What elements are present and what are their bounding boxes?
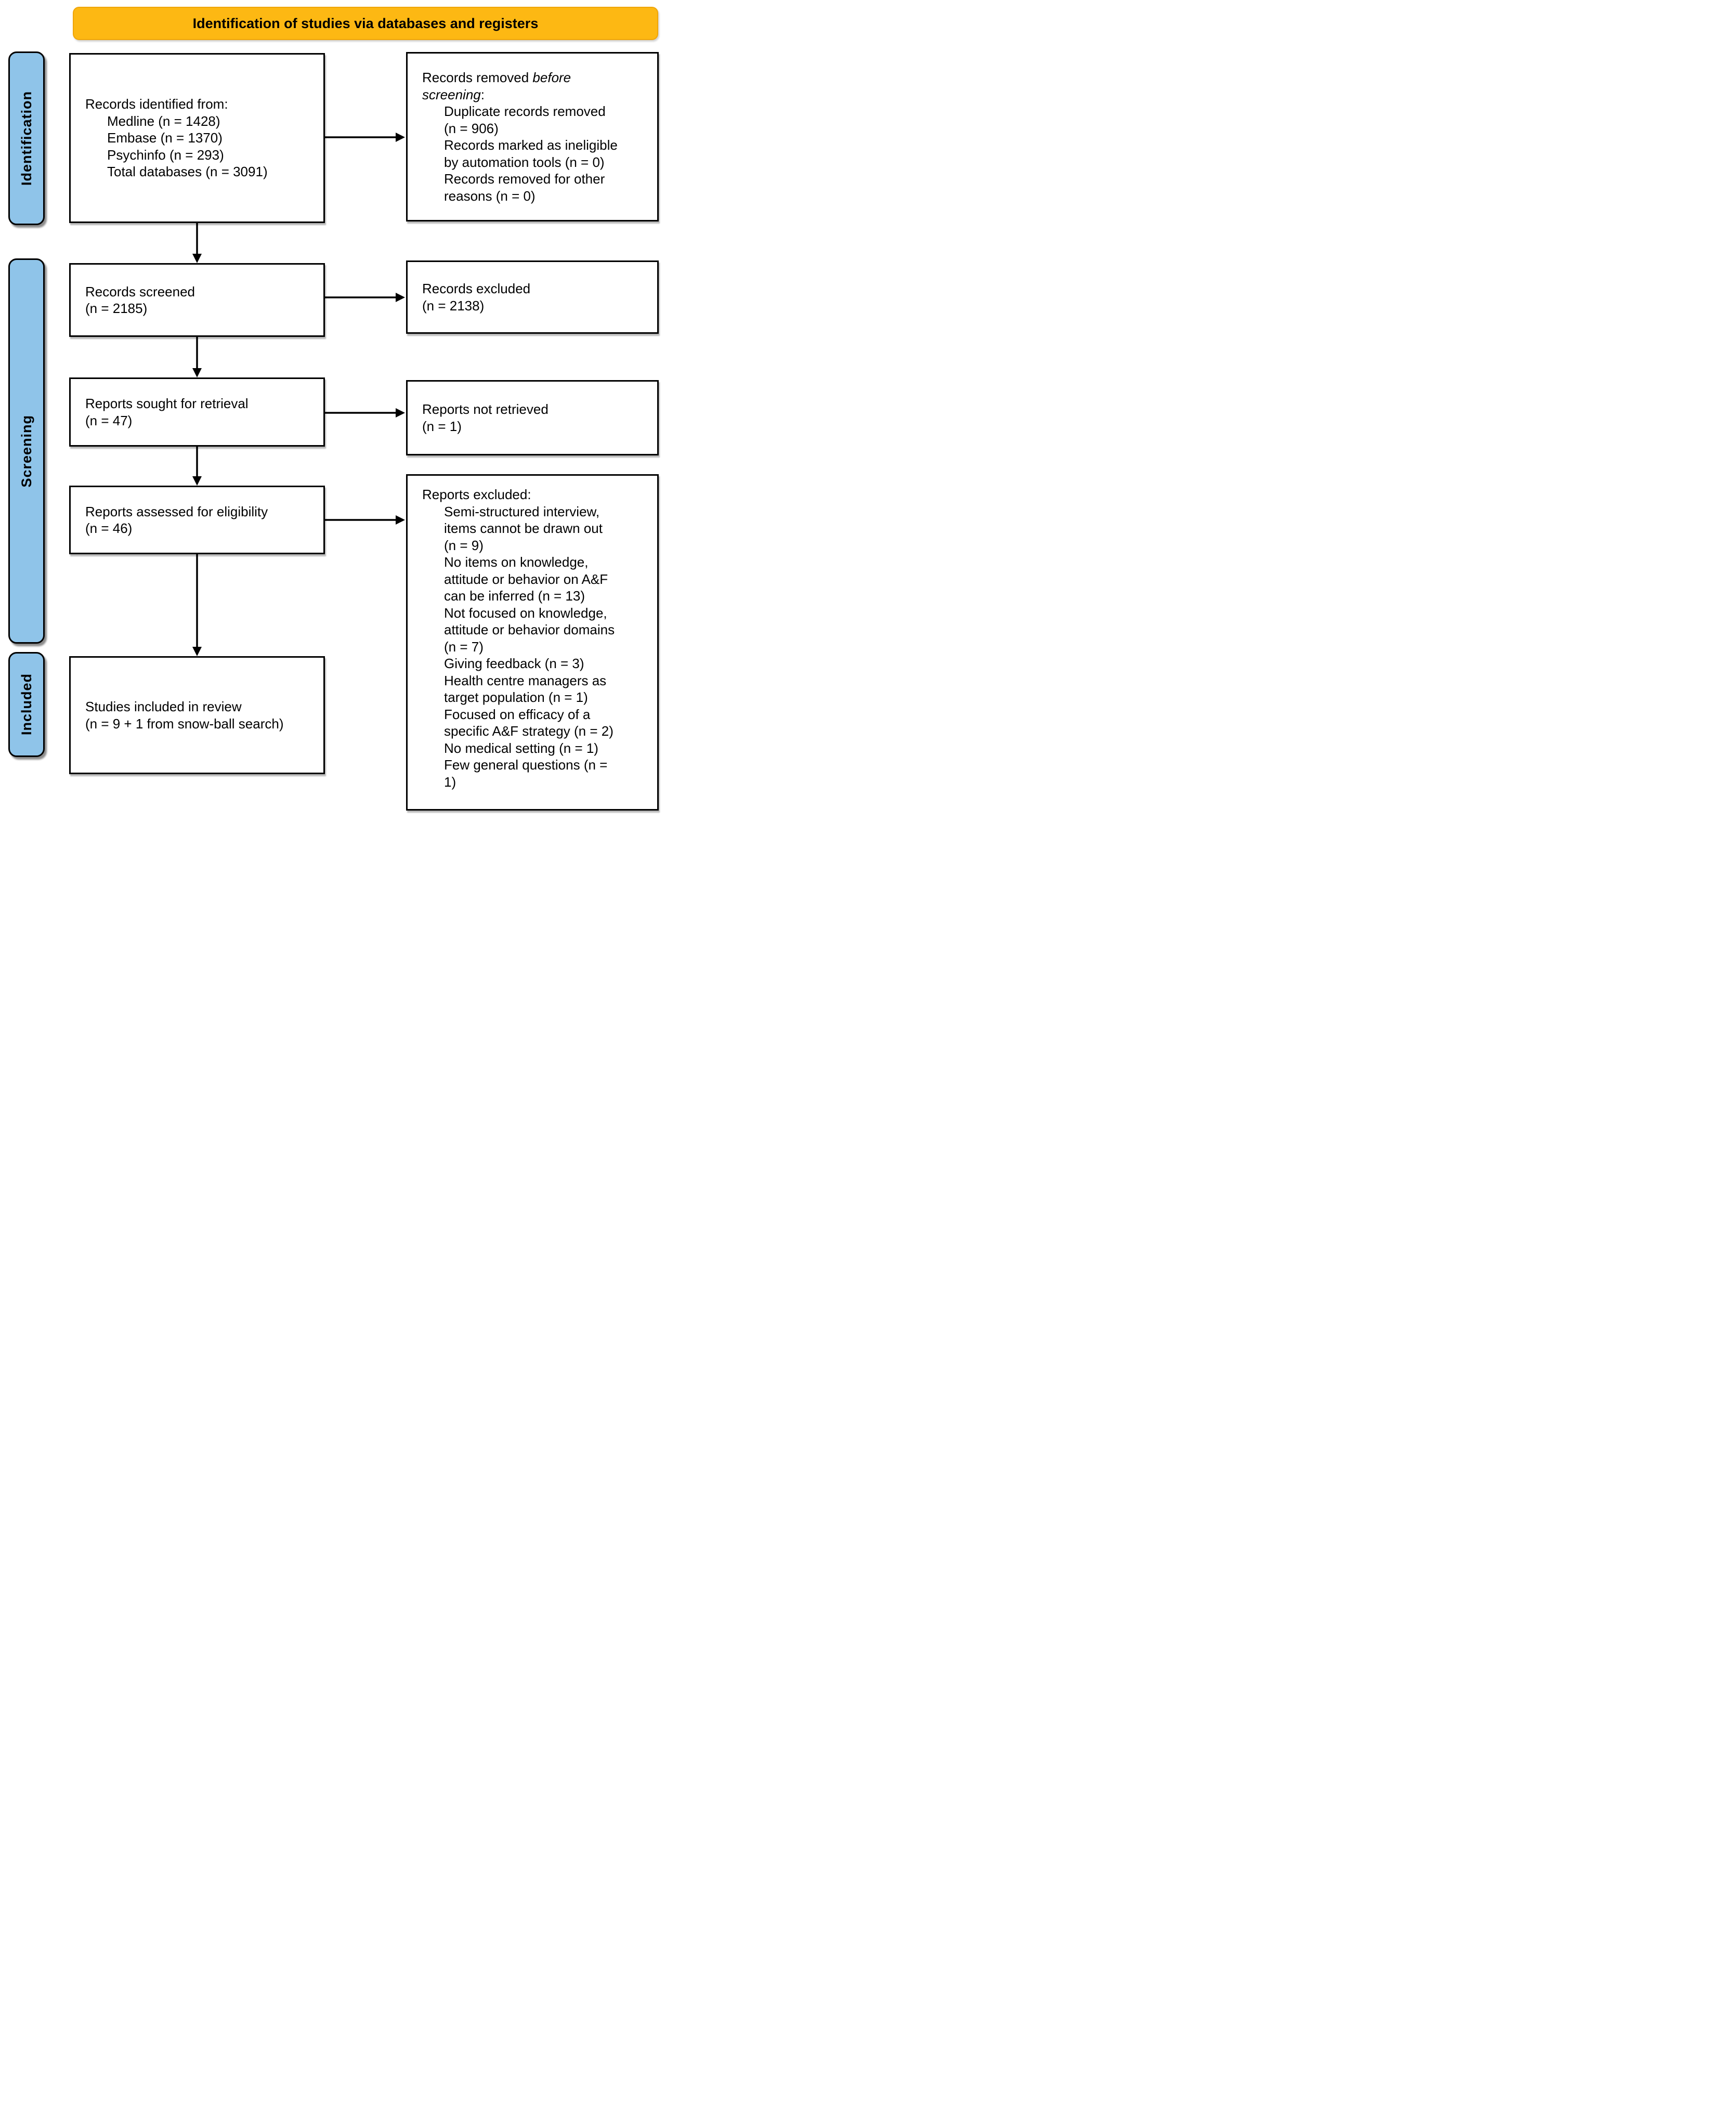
list-item: Focused on efficacy of a specific A&F st… (444, 706, 614, 739)
box-studies-included-line1: Studies included in review (85, 699, 242, 714)
stage-label-identification: Identification (8, 51, 45, 225)
arrowhead-screened-to-sought (192, 368, 202, 377)
box-reports-sought-line2: (n = 47) (85, 412, 133, 428)
box-records-identified-list: Medline (n = 1428) Embase (n = 1370) Psy… (85, 113, 309, 180)
list-item: Health centre managers as target populat… (444, 672, 607, 706)
list-item: Few general questions (n = 1) (444, 757, 608, 790)
box-records-excluded-line2: (n = 2138) (422, 297, 485, 314)
list-item: Giving feedback (n = 3) (444, 656, 584, 671)
list-item: Embase (n = 1370) (107, 130, 223, 146)
list-item: Total databases (n = 3091) (107, 164, 268, 180)
box-records-removed-label: Records removed before screening: (422, 69, 618, 103)
list-item: Psychinfo (n = 293) (107, 147, 224, 163)
arrowhead-assessed-to-reports-excluded (396, 515, 405, 525)
stage-label-identification-text: Identification (18, 91, 34, 186)
arrowhead-assessed-to-included (192, 647, 202, 656)
banner-title: Identification of studies via databases … (192, 15, 539, 31)
stage-label-screening: Screening (8, 258, 45, 644)
box-records-removed-list: Duplicate records removed (n = 906) Reco… (422, 103, 618, 204)
box-reports-excluded: Reports excluded: Semi-structured interv… (406, 474, 659, 811)
list-item: Semi-structured interview, items cannot … (444, 503, 603, 553)
box-records-excluded: Records excluded (n = 2138) (406, 260, 659, 334)
box-records-removed-label-suffix: : (480, 86, 485, 102)
box-records-removed: Records removed before screening: Duplic… (406, 52, 659, 221)
arrowhead-identified-to-screened (192, 254, 202, 263)
box-reports-not-retrieved: Reports not retrieved (n = 1) (406, 380, 659, 455)
box-records-identified-label: Records identified from: (85, 96, 228, 112)
stage-label-included-text: Included (18, 673, 34, 736)
banner-identification-via-databases: Identification of studies via databases … (73, 7, 658, 40)
box-studies-included: Studies included in review (n = 9 + 1 fr… (69, 656, 325, 774)
arrowhead-sought-to-not-retrieved (396, 408, 405, 418)
box-reports-excluded-list: Semi-structured interview, items cannot … (422, 503, 618, 791)
list-item: No items on knowledge, attitude or behav… (444, 554, 608, 604)
list-item: Duplicate records removed (n = 906) (444, 103, 606, 136)
list-item: Records marked as ineligible by automati… (444, 137, 618, 170)
box-records-screened-line2: (n = 2185) (85, 301, 148, 316)
arrowhead-identified-to-removed (396, 133, 405, 142)
list-item: Not focused on knowledge, attitude or be… (444, 605, 615, 655)
stage-label-included: Included (8, 652, 45, 757)
box-reports-not-retrieved-line1: Reports not retrieved (422, 401, 549, 417)
box-records-screened-line1: Records screened (85, 283, 195, 299)
list-item: No medical setting (n = 1) (444, 740, 598, 756)
arrowhead-sought-to-assessed (192, 476, 202, 486)
prisma-flow-diagram: { "banner": { "title": "Identification o… (0, 0, 670, 815)
box-records-screened: Records screened (n = 2185) (69, 263, 325, 337)
box-reports-sought: Reports sought for retrieval (n = 47) (69, 377, 325, 447)
box-reports-assessed-line1: Reports assessed for eligibility (85, 503, 268, 519)
box-studies-included-line2: (n = 9 + 1 from snow-ball search) (85, 715, 284, 732)
stage-label-screening-text: Screening (18, 414, 34, 488)
box-reports-sought-line1: Reports sought for retrieval (85, 396, 249, 411)
box-reports-assessed: Reports assessed for eligibility (n = 46… (69, 486, 325, 554)
box-reports-excluded-label: Reports excluded: (422, 487, 531, 502)
arrowhead-screened-to-excluded (396, 293, 405, 302)
box-reports-not-retrieved-line2: (n = 1) (422, 418, 462, 434)
box-records-removed-label-italic: before screening (422, 70, 571, 102)
box-reports-assessed-line2: (n = 46) (85, 520, 133, 536)
box-records-excluded-line1: Records excluded (422, 281, 531, 296)
list-item: Records removed for other reasons (n = 0… (444, 171, 605, 204)
box-records-removed-label-prefix: Records removed (422, 70, 533, 85)
box-records-identified: Records identified from: Medline (n = 14… (69, 53, 325, 223)
list-item: Medline (n = 1428) (107, 113, 220, 129)
